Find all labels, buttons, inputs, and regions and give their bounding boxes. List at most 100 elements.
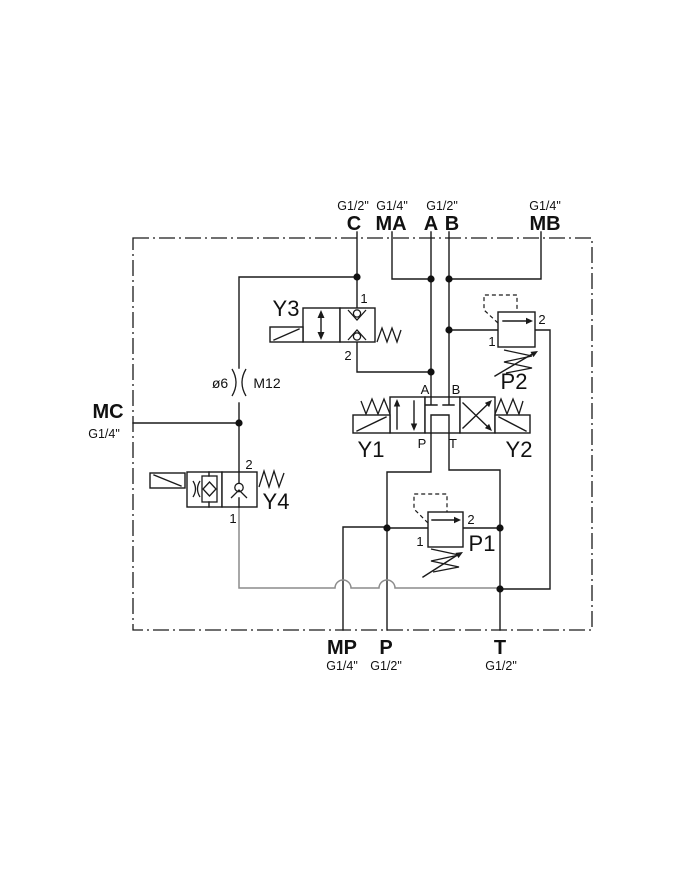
dv-right-arrowhead-2 — [484, 423, 492, 431]
dv-port-b-label: B — [452, 382, 461, 397]
port-c-size: G1/2" — [337, 199, 369, 213]
dv-right-cross-2 — [462, 402, 490, 429]
y3-label: Y3 — [273, 296, 300, 321]
dv-center-blocked-b — [442, 396, 455, 406]
p2-label: P2 — [501, 369, 528, 394]
directional-valve-y1-y2: A B P T Y1 Y2 — [352, 382, 533, 462]
p2-adjust-arrow — [494, 352, 535, 377]
y4-label: Y4 — [263, 489, 290, 514]
port-ma-label: MA — [375, 213, 406, 235]
line-c-branch — [238, 276, 358, 369]
dv-port-a-label: A — [421, 382, 430, 397]
y4-check-ball-icon — [234, 482, 244, 493]
dv-left-arrowhead-up — [393, 399, 401, 407]
junction-dot — [496, 585, 504, 593]
port-labels: G1/2" G1/4" G1/2" G1/4" C MA A B MB MC G… — [88, 199, 561, 673]
p2-spring-icon — [503, 349, 533, 374]
y2-label: Y2 — [506, 437, 533, 462]
y4-check-seat-icon — [230, 489, 248, 499]
dv-port-p-label: P — [418, 436, 427, 451]
junction-dot — [383, 524, 391, 532]
y4-orifice-arc-left — [192, 480, 197, 498]
port-mc-label: MC — [92, 401, 123, 423]
y4-spring-icon — [258, 468, 285, 490]
port-t-label: T — [494, 637, 506, 659]
y3-arrowhead-up — [317, 310, 325, 318]
dv-spring-right-icon — [494, 397, 524, 416]
valve-y3: Y3 1 2 — [269, 291, 402, 363]
port-mc-size: G1/4" — [88, 427, 120, 441]
port-p-size: G1/2" — [370, 659, 402, 673]
line-y3-to-a — [356, 341, 432, 373]
y1-solenoid-diagonal — [356, 416, 387, 432]
p1-body — [427, 511, 464, 548]
y3-port-2-label: 2 — [344, 348, 351, 363]
p1-spring-icon — [430, 548, 460, 573]
p1-pilot-line — [413, 493, 448, 524]
port-ma-size: G1/4" — [376, 199, 408, 213]
junction-dot — [427, 275, 435, 283]
junction-dot — [445, 275, 453, 283]
line-port-ma — [391, 231, 432, 280]
dv-position-left — [389, 396, 426, 434]
y3-solenoid-diagonal — [273, 328, 300, 341]
orifice-symbol: ø6 M12 — [212, 368, 281, 397]
y3-check-seat-bottom — [347, 329, 367, 341]
p1-arrowhead — [454, 516, 461, 524]
junction-dots — [235, 273, 504, 593]
y4-solenoid-diagonal — [153, 474, 182, 487]
y3-arrowhead-down — [317, 332, 325, 340]
orifice-thread-label: M12 — [253, 375, 280, 391]
p1-port-1-label: 1 — [416, 534, 423, 549]
pipework — [132, 231, 551, 631]
manifold-boundary — [132, 237, 593, 631]
y3-spring-icon — [376, 326, 402, 344]
dv-port-t-label: T — [449, 436, 457, 451]
line-y4-return — [238, 506, 501, 589]
line-port-mp — [342, 526, 388, 631]
port-c-label: C — [347, 213, 361, 235]
y3-port-1-label: 1 — [360, 291, 367, 306]
junction-dot — [496, 524, 504, 532]
dv-center-blocked-a — [425, 396, 438, 406]
port-mp-label: MP — [327, 637, 357, 659]
y1-label: Y1 — [358, 437, 385, 462]
port-mb-label: MB — [529, 213, 560, 235]
port-ab-size: G1/2" — [426, 199, 458, 213]
y3-position-closed — [339, 307, 376, 343]
p1-port-2-label: 2 — [467, 512, 474, 527]
junction-dot — [235, 419, 243, 427]
junction-dot — [353, 273, 361, 281]
y4-check-poppet-icon — [202, 481, 217, 497]
port-mp-size: G1/4" — [326, 659, 358, 673]
p2-port-1-label: 1 — [488, 334, 495, 349]
dv-center-pt-bypass — [430, 414, 450, 434]
port-b-label: B — [445, 213, 459, 235]
dv-right-arrowhead-1 — [484, 400, 492, 408]
line-port-mb — [448, 231, 542, 280]
y4-port-1-label: 1 — [229, 511, 236, 526]
orifice-arc-right — [241, 368, 247, 397]
port-mb-size: G1/4" — [529, 199, 561, 213]
junction-dot — [445, 326, 453, 334]
port-t-size: G1/2" — [485, 659, 517, 673]
y3-check-ball-bottom — [352, 332, 362, 341]
orifice-arc-left — [231, 368, 237, 397]
p1-label: P1 — [469, 531, 496, 556]
dv-spring-left-icon — [360, 397, 391, 416]
port-a-label: A — [424, 213, 438, 235]
port-p-label: P — [379, 637, 392, 659]
orifice-diameter-label: ø6 — [212, 375, 229, 391]
y3-check-ball-top — [352, 309, 362, 318]
junction-dot — [427, 368, 435, 376]
relief-valve-p2: 1 2 P2 — [483, 294, 546, 394]
relief-valve-p1: 1 2 P1 — [413, 493, 496, 578]
p2-adjust-arrowhead — [530, 351, 538, 358]
line-p2-to-t — [499, 329, 551, 590]
y4-orifice-arc-right — [196, 480, 201, 498]
p2-pilot-line — [483, 294, 518, 324]
p1-adjust-arrow — [422, 553, 460, 578]
p2-port-2-label: 2 — [538, 312, 545, 327]
